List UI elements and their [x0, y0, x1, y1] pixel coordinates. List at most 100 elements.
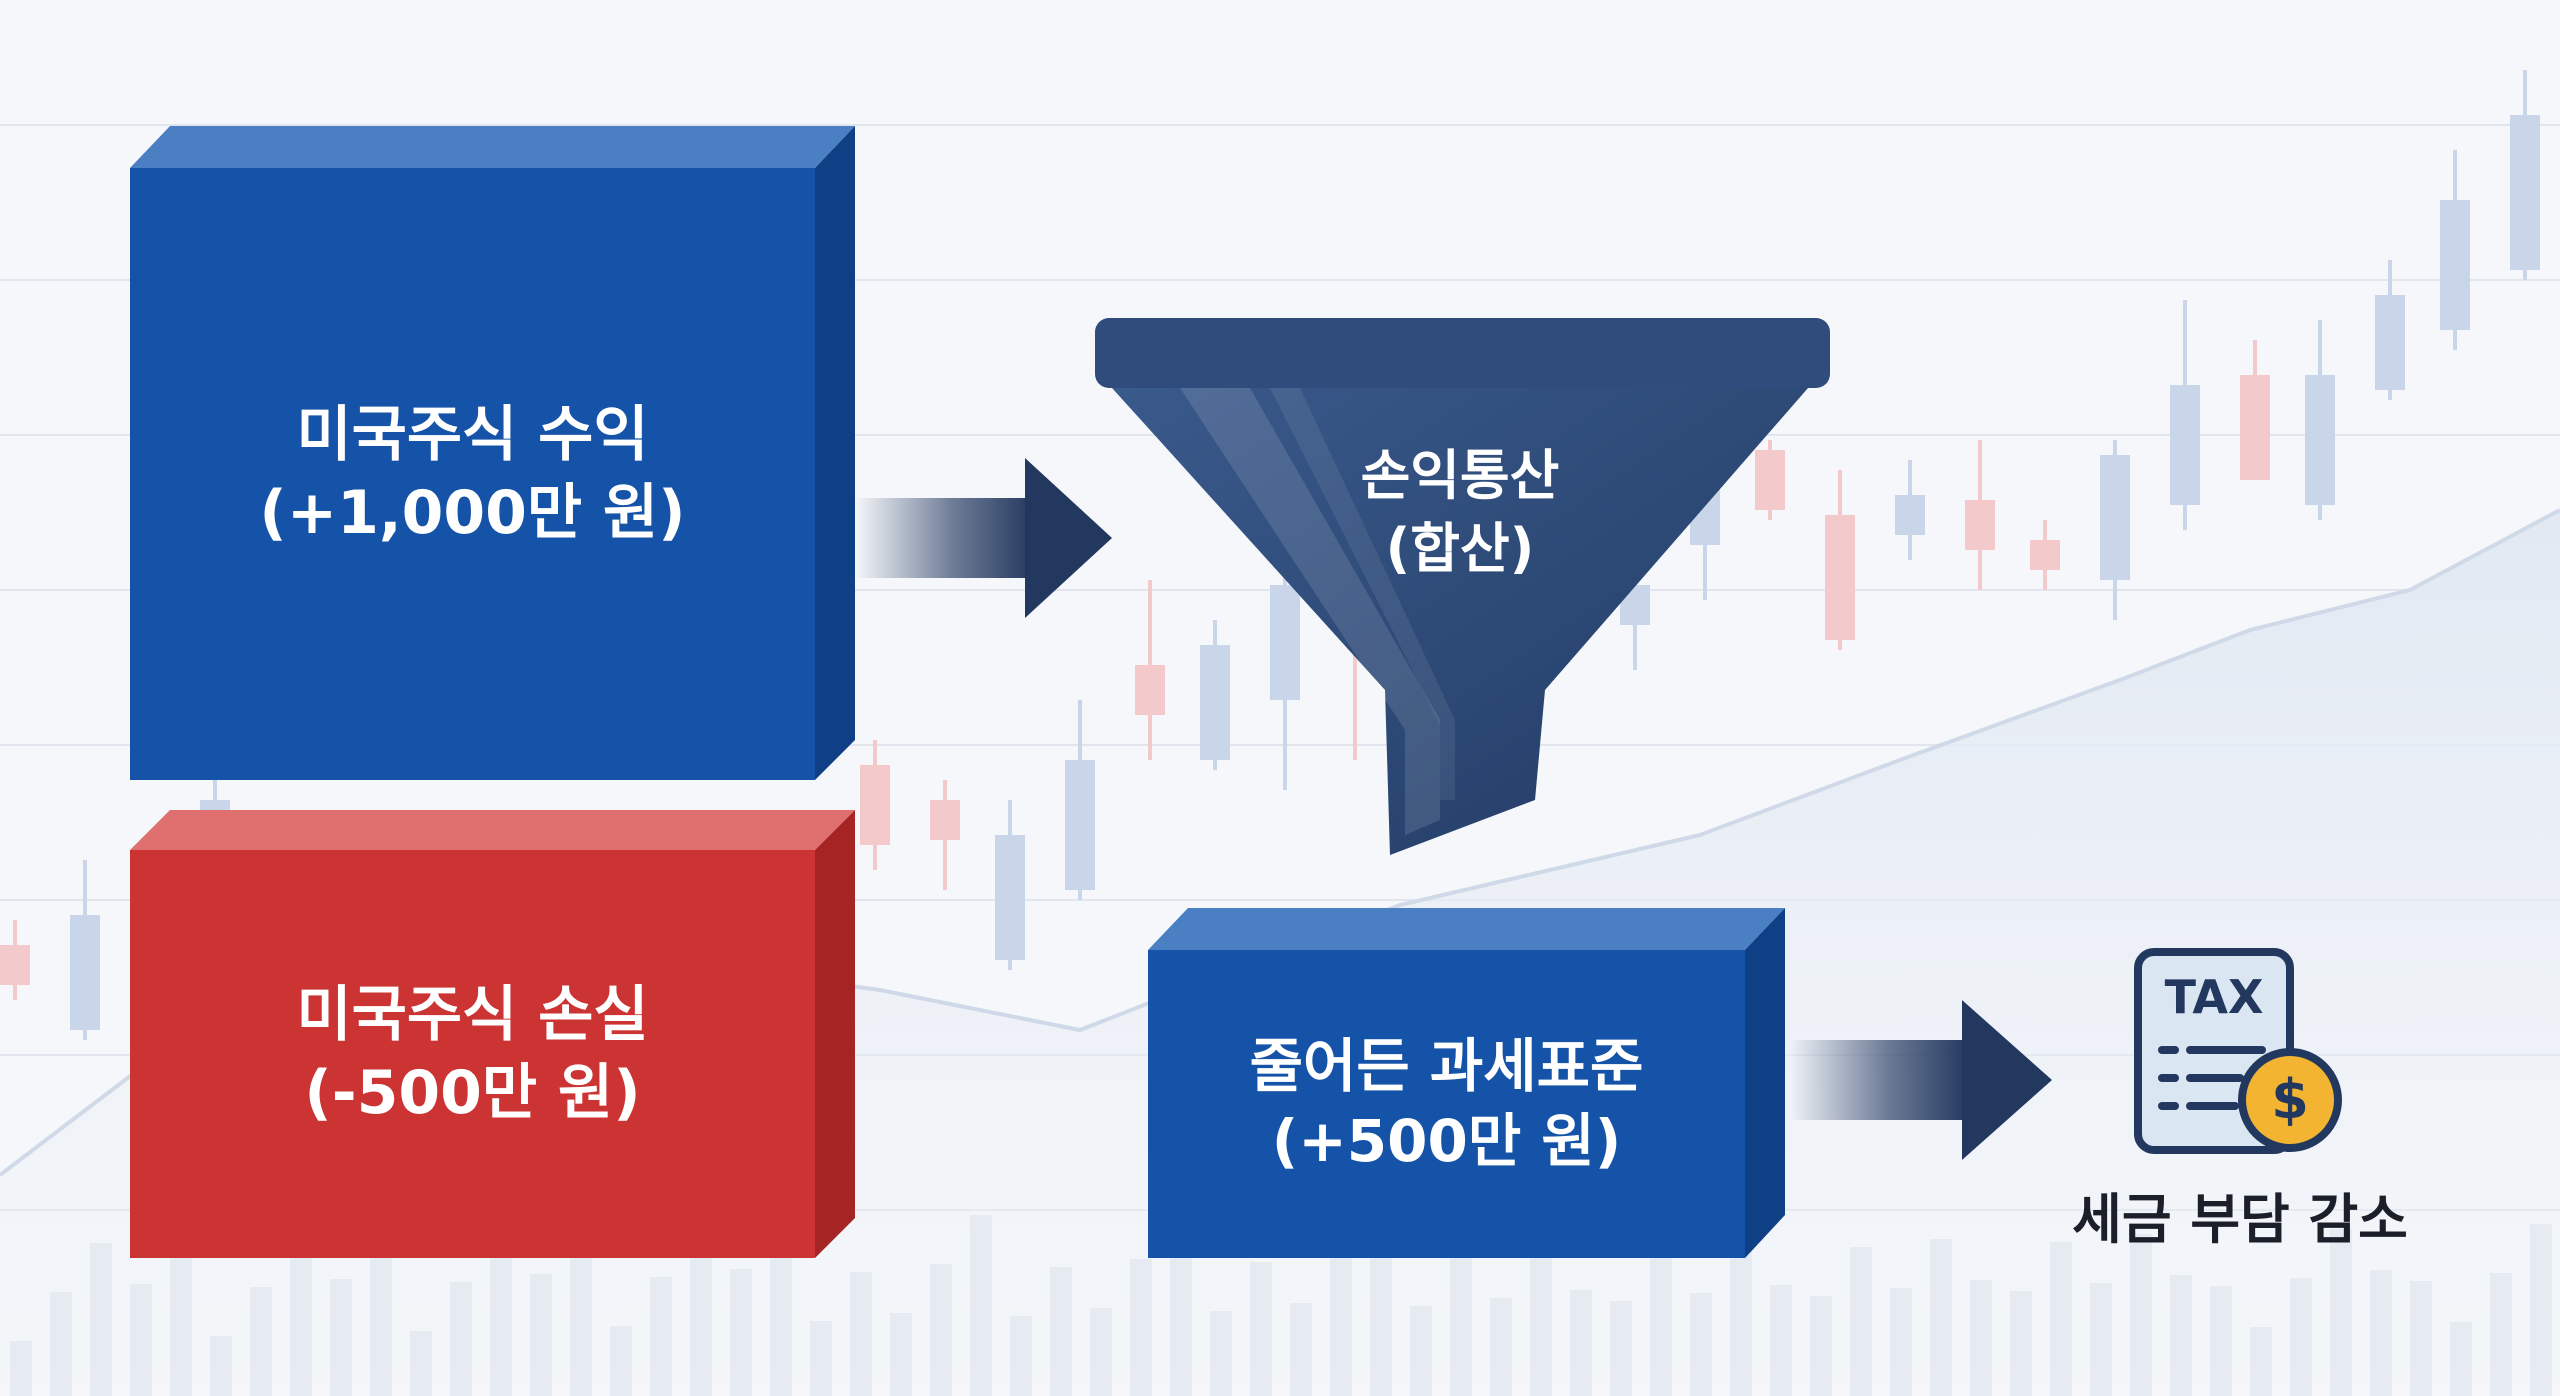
volume-bar	[2090, 1283, 2112, 1396]
volume-bar	[1890, 1288, 1912, 1396]
volume-bars	[10, 1205, 2552, 1396]
volume-bar	[1770, 1285, 1792, 1396]
volume-bar	[1290, 1303, 1312, 1396]
volume-bar	[1810, 1296, 1832, 1396]
candle-body	[0, 945, 30, 985]
volume-bar	[570, 1225, 592, 1396]
volume-bar	[1570, 1290, 1592, 1396]
candle-body	[1200, 645, 1230, 760]
candle-body	[2305, 375, 2335, 505]
volume-bar	[690, 1228, 712, 1396]
arrow-to-tax	[1790, 1000, 2052, 1160]
candle-body	[2030, 540, 2060, 570]
volume-bar	[1970, 1280, 1992, 1396]
candlesticks	[0, 70, 2540, 1040]
volume-bar	[1530, 1249, 1552, 1396]
candle-body	[2375, 295, 2405, 390]
candle-body	[995, 835, 1025, 960]
profit-box: 미국주식 수익 (+1,000만 원)	[130, 168, 815, 780]
volume-bar	[1330, 1254, 1352, 1396]
candle-body	[1065, 760, 1095, 890]
volume-bar	[2490, 1273, 2512, 1396]
candle-body	[1895, 495, 1925, 535]
volume-bar	[250, 1287, 272, 1396]
candle-body	[860, 765, 890, 845]
volume-bar	[1050, 1267, 1072, 1396]
funnel-label: 손익통산 (합산)	[1240, 440, 1680, 586]
volume-bar	[2130, 1234, 2152, 1396]
volume-bar	[1410, 1306, 1432, 1396]
volume-bar	[730, 1269, 752, 1396]
volume-bar	[2450, 1322, 2472, 1396]
volume-bar	[1450, 1257, 1472, 1396]
volume-bar	[530, 1274, 552, 1396]
tax-burden-caption: 세금 부담 감소	[2072, 1188, 2408, 1251]
candle-body	[2100, 455, 2130, 580]
candle-body	[2240, 375, 2270, 480]
volume-bar	[2330, 1229, 2352, 1396]
volume-bar	[50, 1292, 72, 1396]
volume-bar	[290, 1238, 312, 1396]
candle-body	[70, 915, 100, 1030]
volume-bar	[130, 1284, 152, 1396]
volume-bar	[2290, 1278, 2312, 1396]
volume-bar	[810, 1321, 832, 1396]
profit-amount: (+1,000만 원)	[259, 478, 686, 548]
volume-bar	[2250, 1327, 2272, 1396]
taxbase-box: 줄어든 과세표준 (+500만 원)	[1148, 950, 1745, 1258]
volume-bar	[1210, 1311, 1232, 1396]
volume-bar	[1490, 1298, 1512, 1396]
volume-bar	[2410, 1281, 2432, 1396]
taxbase-title: 줄어든 과세표준	[1249, 1031, 1644, 1100]
candle-body	[2440, 200, 2470, 330]
loss-box-shape	[130, 810, 855, 1258]
funnel-subtitle: (합산)	[1385, 516, 1535, 580]
volume-bar	[1010, 1316, 1032, 1396]
volume-bar	[10, 1341, 32, 1396]
profit-box-shape	[130, 126, 855, 780]
volume-bar	[2370, 1270, 2392, 1396]
volume-bar	[1650, 1252, 1672, 1396]
volume-bar	[490, 1233, 512, 1396]
volume-bar	[1730, 1244, 1752, 1396]
taxbase-box-shape	[1148, 908, 1785, 1258]
volume-bar	[90, 1243, 112, 1396]
volume-bar	[850, 1272, 872, 1396]
volume-bar	[450, 1282, 472, 1396]
volume-bar	[1130, 1259, 1152, 1396]
dollar-symbol: $	[2271, 1068, 2309, 1131]
volume-bar	[1930, 1239, 1952, 1396]
volume-bar	[610, 1326, 632, 1396]
loss-title: 미국주식 손실	[296, 980, 649, 1050]
candle-body	[930, 800, 960, 840]
tax-label: TAX	[2165, 970, 2264, 1024]
volume-bar	[170, 1235, 192, 1396]
loss-amount: (-500만 원)	[304, 1058, 641, 1128]
profit-title: 미국주식 수익	[296, 400, 649, 470]
candle-body	[1755, 450, 1785, 510]
candle-body	[2170, 385, 2200, 505]
volume-bar	[2210, 1286, 2232, 1396]
coin-icon	[2238, 1048, 2342, 1152]
volume-bar	[1090, 1308, 1112, 1396]
volume-bar	[1610, 1301, 1632, 1396]
volume-bar	[930, 1264, 952, 1396]
candle-body	[2510, 115, 2540, 270]
volume-bar	[970, 1215, 992, 1396]
volume-bar	[410, 1331, 432, 1396]
candle-body	[1135, 665, 1165, 715]
volume-bar	[330, 1279, 352, 1396]
taxbase-amount: (+500만 원)	[1271, 1107, 1622, 1175]
volume-bar	[370, 1230, 392, 1396]
funnel-shape	[1095, 318, 1830, 855]
arrow-to-funnel	[855, 458, 1112, 618]
volume-bar	[2170, 1275, 2192, 1396]
volume-bar	[770, 1220, 792, 1396]
funnel-title: 손익통산	[1360, 444, 1560, 507]
candle-body	[1965, 500, 1995, 550]
loss-box: 미국주식 손실 (-500만 원)	[130, 850, 815, 1258]
volume-bar	[2010, 1291, 2032, 1396]
candle-body	[1270, 585, 1300, 700]
